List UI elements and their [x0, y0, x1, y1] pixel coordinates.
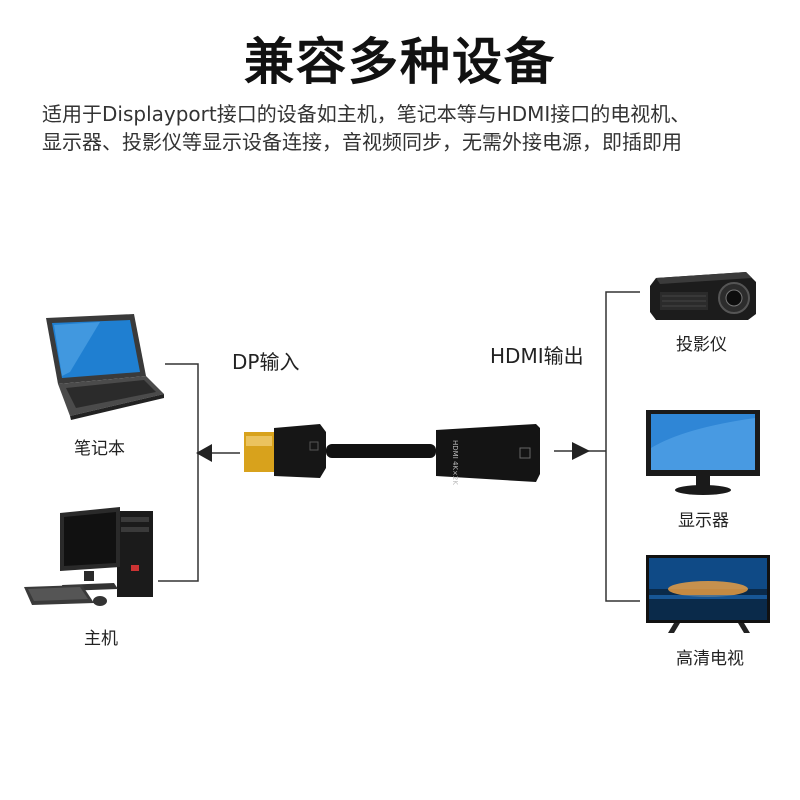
source-label-laptop: 笔记本	[74, 439, 125, 459]
source-label-desktop: 主机	[84, 629, 118, 649]
description: 适用于Displayport接口的设备如主机，笔记本等与HDMI接口的电视机、 …	[42, 100, 762, 156]
output-arrow-icon	[572, 442, 590, 460]
tv-icon	[646, 555, 770, 633]
output-label: HDMI输出	[490, 344, 584, 368]
description-line-1: 适用于Displayport接口的设备如主机，笔记本等与HDMI接口的电视机、	[42, 102, 691, 126]
input-arrow-icon	[196, 444, 212, 462]
hdmi-box-icon	[436, 424, 540, 482]
page-title: 兼容多种设备	[244, 33, 556, 91]
source-bracket	[158, 363, 199, 582]
projector-icon	[650, 272, 756, 320]
target-label-monitor: 显示器	[678, 511, 729, 531]
laptop-icon	[46, 314, 164, 420]
adapter-text: HDMI 4K×2K	[451, 440, 459, 485]
target-bracket	[605, 291, 640, 602]
desktop-pc-icon	[24, 507, 153, 606]
target-label-tv: 高清电视	[676, 649, 744, 669]
input-label: DP输入	[232, 350, 300, 374]
monitor-icon	[646, 410, 760, 495]
target-label-projector: 投影仪	[676, 335, 727, 355]
description-line-2: 显示器、投影仪等显示设备连接，音视频同步，无需外接电源，即插即用	[42, 130, 682, 154]
dp-to-hdmi-adapter: HDMI 4K×2K	[244, 424, 540, 485]
